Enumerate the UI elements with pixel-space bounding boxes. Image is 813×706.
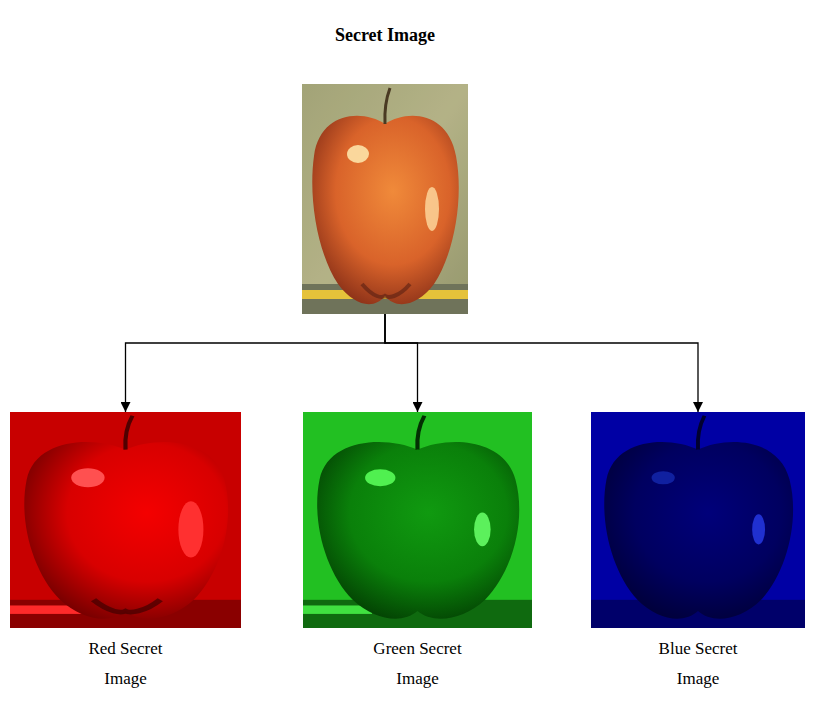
- apple-photo: [302, 84, 468, 314]
- image-title: Secret Image: [235, 24, 535, 46]
- image-caption: Red Secret Image: [70, 634, 182, 694]
- source-image: Secret Image: [302, 84, 468, 314]
- channel-image: Green Secret Image: [303, 412, 532, 628]
- split-arrow: [385, 314, 418, 412]
- split-arrow: [126, 314, 386, 412]
- image-caption: Green Secret Image: [362, 634, 474, 694]
- split-arrow: [385, 314, 698, 412]
- channel-image: Blue Secret Image: [591, 412, 805, 628]
- green-channel-photo: [303, 412, 532, 628]
- blue-channel-photo: [591, 412, 805, 628]
- channel-image: Red Secret Image: [10, 412, 241, 628]
- image-caption: Blue Secret Image: [642, 634, 754, 694]
- red-channel-photo: [10, 412, 241, 628]
